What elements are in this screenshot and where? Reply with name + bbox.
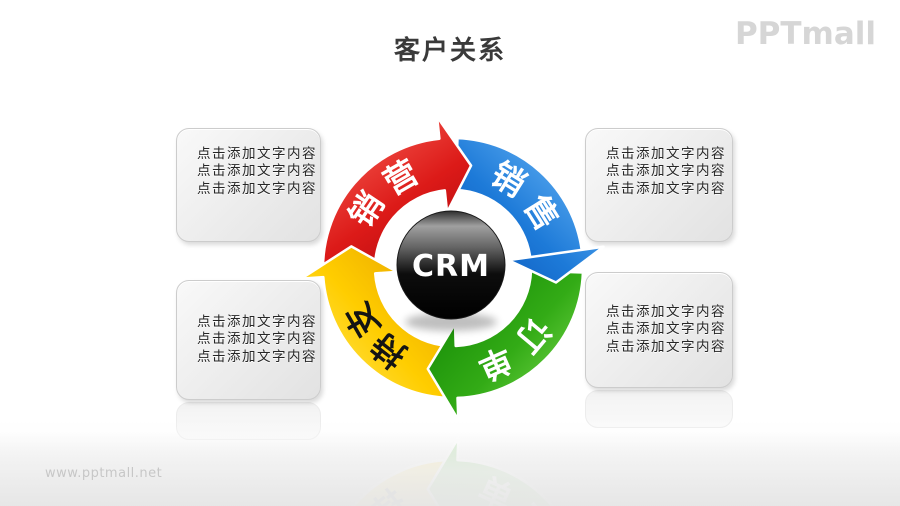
- placeholder-line: 点击添加文字内容: [197, 313, 317, 330]
- placeholder-box-top-right[interactable]: 点击添加文字内容 点击添加文字内容 点击添加文字内容: [585, 128, 733, 242]
- segment-sales-arrowhead: [507, 245, 605, 284]
- placeholder-line: 点击添加文字内容: [606, 303, 726, 320]
- placeholder-line: 点击添加文字内容: [606, 145, 726, 162]
- crm-center-label: CRM: [412, 249, 490, 284]
- page-title: 客户关系: [393, 36, 506, 66]
- placeholder-line: 点击添加文字内容: [197, 145, 317, 162]
- sphere-shadow: [405, 313, 497, 331]
- brand-logo: PPTmall: [734, 16, 876, 52]
- diagram-stage: 点击添加文字内容 点击添加文字内容 点击添加文字内容 点击添加文字内容 点击添加…: [0, 98, 900, 440]
- placeholder-box-top-left[interactable]: 点击添加文字内容 点击添加文字内容 点击添加文字内容: [176, 128, 321, 242]
- placeholder-line: 点击添加文字内容: [197, 331, 317, 348]
- placeholder-line: 点击添加文字内容: [197, 180, 317, 197]
- placeholder-box-bottom-left[interactable]: 点击添加文字内容 点击添加文字内容 点击添加文字内容: [176, 280, 321, 400]
- placeholder-line: 点击添加文字内容: [606, 321, 726, 338]
- placeholder-box-bottom-right[interactable]: 点击添加文字内容 点击添加文字内容 点击添加文字内容: [585, 272, 733, 388]
- placeholder-line: 点击添加文字内容: [606, 338, 726, 355]
- placeholder-line: 点击添加文字内容: [197, 163, 317, 180]
- segment-marketing-arrow[interactable]: [321, 115, 473, 277]
- watermark-url: www.pptmall.net: [45, 466, 163, 481]
- crm-center-sphere[interactable]: [396, 210, 506, 320]
- placeholder-line: 点击添加文字内容: [197, 348, 317, 365]
- segment-support-arrow[interactable]: [300, 245, 449, 399]
- placeholder-line: 点击添加文字内容: [606, 163, 726, 180]
- placeholder-line: 点击添加文字内容: [606, 180, 726, 197]
- segment-orders-arrow[interactable]: [426, 269, 585, 422]
- crm-cycle-diagram: 营 销 销 售 订 单 支 持 CRM: [300, 115, 605, 422]
